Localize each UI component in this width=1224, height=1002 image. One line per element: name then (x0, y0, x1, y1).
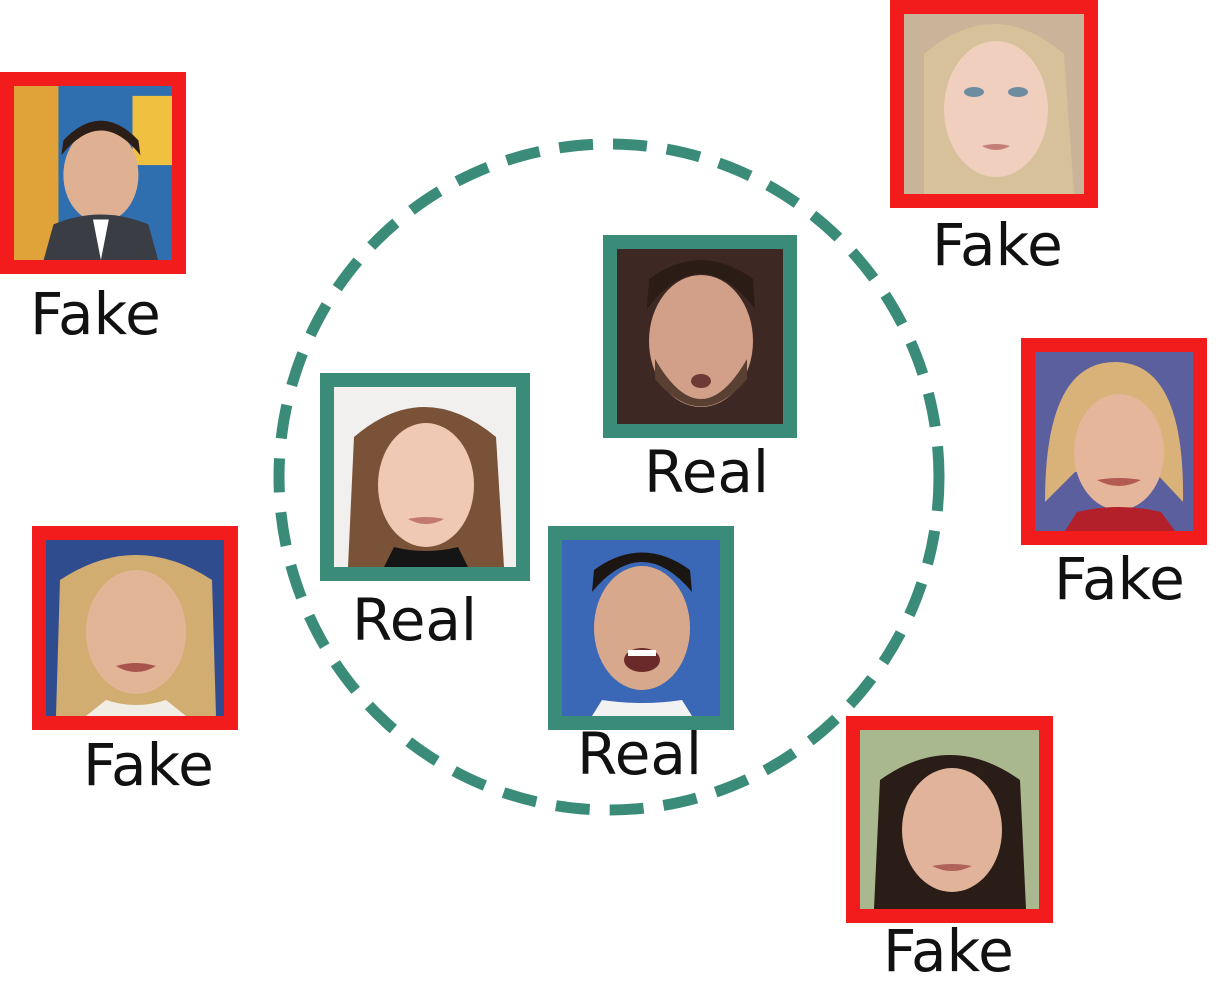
face-photo (334, 387, 516, 567)
face-photo (562, 540, 720, 716)
fake-label: Fake (83, 731, 214, 799)
fake-label: Fake (883, 917, 1014, 985)
fake-face-2 (890, 0, 1098, 208)
real-label: Real (577, 720, 703, 788)
face-photo (46, 540, 224, 716)
fake-face-4 (32, 526, 238, 730)
fake-label: Fake (30, 280, 161, 348)
fake-face-5 (846, 716, 1053, 923)
real-label: Real (644, 438, 770, 506)
real-face-1 (320, 373, 530, 581)
fake-face-1 (0, 72, 186, 274)
face-photo (860, 730, 1039, 909)
real-face-3 (548, 526, 734, 730)
real-face-2 (603, 235, 797, 438)
face-photo (1035, 352, 1193, 531)
fake-label: Fake (932, 211, 1063, 279)
face-photo (617, 249, 783, 424)
face-photo (14, 86, 172, 260)
face-photo (904, 14, 1084, 194)
real-label: Real (352, 586, 478, 654)
fake-label: Fake (1054, 545, 1185, 613)
fake-face-3 (1021, 338, 1207, 545)
